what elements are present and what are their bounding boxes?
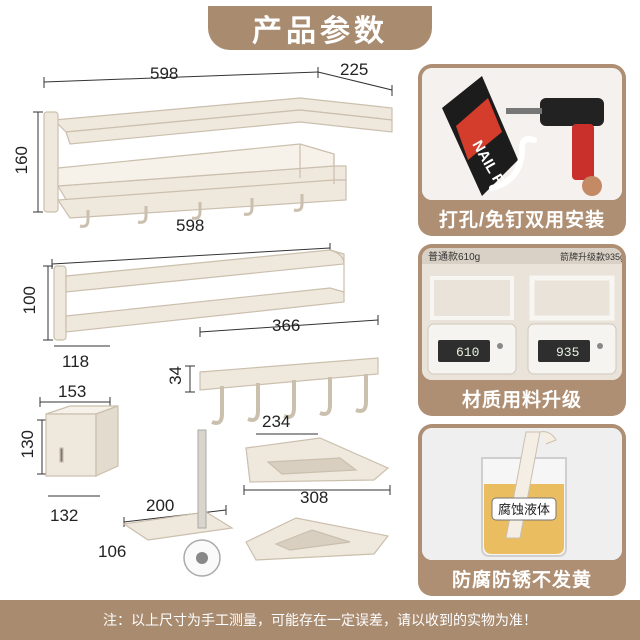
feature-card-install: NAIL F 打孔/免钉双用安装 xyxy=(418,64,626,236)
dimension-lines xyxy=(33,67,393,527)
hook-rail-drawing xyxy=(199,357,379,425)
bar-depth-label: 118 xyxy=(62,352,90,371)
scale-compare-icon: 普通款610g 箭牌升级款935g 610 935 xyxy=(422,248,622,380)
page-title: 产品参数 xyxy=(208,6,432,50)
hook-height-label: 34 xyxy=(166,366,185,385)
feature-cards: NAIL F 打孔/免钉双用安装 普通款610g 箭牌升级款935g xyxy=(418,64,626,596)
normal-reading: 610 xyxy=(456,345,479,360)
product-drawings xyxy=(33,67,393,577)
towel-rack-height-label: 160 xyxy=(12,146,31,175)
upgrade-weight-label: 箭牌升级款935g xyxy=(560,251,622,262)
header: 产品参数 xyxy=(0,0,640,50)
towel-rack-hooks xyxy=(79,194,304,228)
bar-width-label: 598 xyxy=(176,216,205,235)
drill-glue-icon: NAIL F xyxy=(422,68,622,200)
towel-rack-depth-label: 225 xyxy=(340,60,369,79)
towel-rack-drawing xyxy=(43,97,393,219)
footer-note: 注：以上尺寸为手工测量，可能存在一定误差，请以收到的实物为准！ xyxy=(0,600,640,640)
towel-rack-width-label: 598 xyxy=(150,64,179,83)
feature-card-material: 普通款610g 箭牌升级款935g 610 935 材质用料升级 xyxy=(418,244,626,416)
upgrade-reading: 935 xyxy=(556,345,579,360)
normal-weight-label: 普通款610g xyxy=(428,250,480,263)
shelf-width-label: 308 xyxy=(300,488,329,507)
box-depth-label: 132 xyxy=(50,506,79,525)
brush-depth-label: 106 xyxy=(98,542,127,561)
beaker-label: 腐蚀液体 xyxy=(498,503,550,518)
box-height-label: 130 xyxy=(18,430,37,459)
towel-bar-drawing xyxy=(53,249,345,341)
corrosion-beaker-icon: 腐蚀液体 xyxy=(422,428,622,560)
feature-caption-install: 打孔/免钉双用安装 xyxy=(438,209,606,231)
feature-card-anticorrosion: 腐蚀液体 防腐防锈不发黄 xyxy=(418,424,626,596)
box-width-label: 153 xyxy=(58,382,87,401)
bar-height-label: 100 xyxy=(20,286,39,315)
hook-width-label: 366 xyxy=(272,316,301,335)
feature-caption-material: 材质用料升级 xyxy=(461,389,582,411)
shelf-depth-label: 234 xyxy=(262,412,291,431)
corner-shelf-drawing xyxy=(245,437,390,561)
tissue-box-drawing xyxy=(45,405,119,477)
product-dimensions-panel: 598 225 160 598 100 118 366 34 153 130 1… xyxy=(0,50,410,600)
toilet-brush-drawing xyxy=(122,429,234,577)
feature-caption-anticorrosion: 防腐防锈不发黄 xyxy=(451,569,592,591)
brush-width-label: 200 xyxy=(146,496,175,515)
